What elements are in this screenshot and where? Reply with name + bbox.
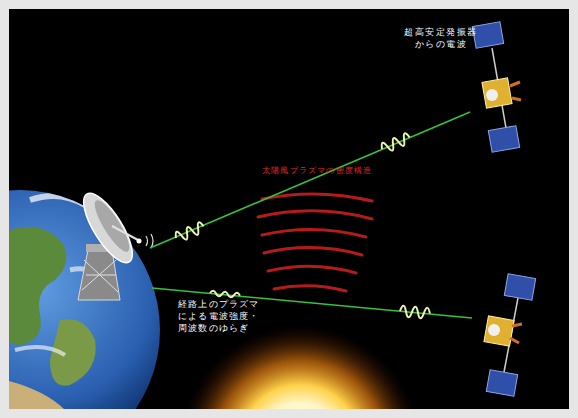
radio-wave: [174, 132, 431, 319]
region-label: 太陽風プラズマの密度構造: [262, 166, 372, 177]
satellite: [484, 274, 536, 397]
antenna: [75, 187, 153, 300]
earth: [9, 190, 160, 409]
callout-label: 経路上のプラズマによる電波強度・周波数のゆらぎ: [178, 298, 262, 334]
sun: [180, 325, 420, 409]
satellite: [472, 22, 521, 153]
signal-path: [150, 112, 470, 248]
callout-label: 超高安定発振器からの電波: [402, 26, 480, 50]
plasma-arcs: [258, 194, 372, 291]
